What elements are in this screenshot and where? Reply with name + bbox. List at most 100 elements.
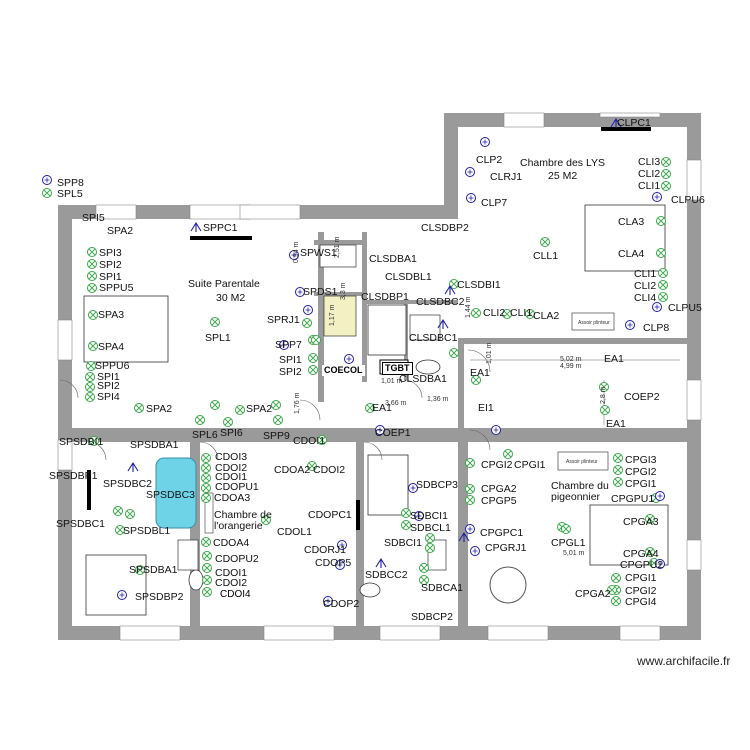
wall-16 — [314, 240, 364, 245]
light-point-icon — [42, 175, 52, 185]
outlet-icon — [202, 575, 212, 585]
label-cli2-b: CLI2 — [634, 280, 657, 292]
wall-11 — [362, 232, 367, 382]
label-cdoa2: CDOA2 — [274, 464, 311, 476]
label-cpgi1-a: CPGI1 — [514, 459, 546, 471]
label-cla4: CLA4 — [618, 248, 645, 260]
wall-6 — [72, 428, 472, 442]
label-spi1-c: SPI1 — [279, 354, 302, 366]
label-cdopu1: CDOPU1 — [215, 481, 259, 493]
light-point-icon — [289, 250, 299, 260]
coecol-tag: COECOL — [322, 365, 365, 376]
label-spds1: SPDS1 — [303, 286, 338, 298]
label-spa2-b: SPA2 — [146, 403, 173, 415]
outlet-icon — [134, 403, 144, 413]
label-sppu5: SPPU5 — [99, 282, 134, 294]
light-point-icon — [303, 305, 313, 315]
label-clsdbp1: CLSDBP1 — [361, 291, 409, 303]
outlet-icon — [661, 157, 671, 167]
label-sdbcp2: SDBCP2 — [411, 611, 454, 623]
label-ea1-c: EA1 — [372, 402, 392, 414]
label-cpga4: CPGA4 — [623, 548, 659, 560]
label-spi1-a: SPI1 — [99, 271, 122, 283]
archifacile-credit[interactable]: www.archifacile.fr — [637, 654, 731, 668]
outlet-icon — [201, 473, 211, 483]
label-clp8: CLP8 — [643, 322, 670, 334]
label-cdoi1-c: CDOI1 — [215, 567, 248, 579]
shower-sdbc — [367, 454, 409, 516]
wall-10 — [318, 232, 324, 402]
label-cdoi2-a: CDOI2 — [313, 464, 346, 476]
outlet-icon — [600, 405, 610, 415]
room-suite-area: 30 M2 — [216, 292, 246, 304]
wall-4 — [58, 205, 72, 640]
outlet-icon — [201, 493, 211, 503]
label-spl6: SPL6 — [192, 429, 218, 441]
label-clsdbi1: CLSDBI1 — [457, 279, 501, 291]
outlet-icon — [645, 514, 655, 524]
light-point-icon — [652, 192, 662, 202]
light-point-icon — [655, 559, 665, 569]
dim-1-36: 1,36 m — [427, 396, 449, 403]
window-11 — [57, 319, 73, 361]
outlet-icon — [317, 435, 327, 445]
dim-1-76: 1,76 m — [294, 392, 301, 414]
bed-suite — [83, 295, 169, 363]
label-spsdba1-b: SPSDBA1 — [129, 564, 178, 576]
label-sdbci1-b: SDBCI1 — [384, 537, 422, 549]
outlet-icon — [210, 317, 220, 327]
label-cdoa4: CDOA4 — [213, 537, 250, 549]
toilet-spsdb — [188, 569, 204, 591]
sink-spsdb — [177, 539, 199, 571]
label-sppc1: SPPC1 — [203, 222, 238, 234]
label-cpga2-a: CPGA2 — [481, 483, 517, 495]
label-cpgpu2: CPGPU2 — [620, 559, 664, 571]
light-point-icon — [466, 193, 476, 203]
switch-icon — [127, 461, 139, 472]
label-sdbca1: SDBCA1 — [421, 582, 464, 594]
label-spa3: SPA3 — [98, 309, 125, 321]
light-point-icon — [295, 287, 305, 297]
window-8 — [487, 625, 549, 641]
bed-lys — [584, 204, 666, 272]
label-cdoi1-b: CDOI1 — [215, 471, 248, 483]
dim-1-44: 1,44 m — [465, 296, 472, 318]
outlet-icon — [223, 417, 233, 427]
bed-pigeonnier — [589, 504, 669, 566]
toilet-clsdb — [415, 359, 441, 375]
outlet-icon — [87, 271, 97, 281]
door-6 — [363, 441, 383, 461]
label-spi4: SPI4 — [97, 391, 120, 403]
label-cpgi1-b: CPGI1 — [625, 478, 657, 490]
label-clsdbc2: CLSDBC2 — [416, 296, 465, 308]
label-clsdbl1: CLSDBL1 — [385, 271, 432, 283]
wall-9 — [458, 338, 464, 438]
door-1 — [403, 379, 423, 399]
label-cdol1: CDOL1 — [277, 526, 313, 538]
outlet-icon — [661, 169, 671, 179]
outlet-icon — [503, 449, 513, 459]
label-ea1-b: EA1 — [604, 353, 624, 365]
label-spsdbl1: SPSDBL1 — [123, 525, 171, 537]
label-cdopu2: CDOPU2 — [215, 553, 259, 565]
outlet-icon — [201, 453, 211, 463]
window-0 — [503, 112, 545, 128]
wall-17 — [314, 292, 364, 296]
outlet-icon — [86, 361, 96, 371]
outlet-icon — [87, 247, 97, 257]
label-spi5: SPI5 — [82, 212, 105, 224]
toilet-sdbc — [359, 582, 381, 598]
outlet-icon — [210, 400, 220, 410]
outlet-icon — [449, 279, 459, 289]
outlet-icon — [613, 465, 623, 475]
outlet-icon — [645, 547, 655, 557]
label-clpu6: CLPU6 — [671, 194, 705, 206]
room-pigeonnier-line1: Chambre du — [551, 480, 609, 492]
label-sppu6: SPPU6 — [95, 360, 130, 372]
label-cdop5: CDOP5 — [315, 557, 352, 569]
outlet-icon — [656, 216, 666, 226]
label-ea1-d: EA1 — [606, 418, 626, 430]
outlet-icon — [307, 461, 317, 471]
label-spsdbc3: SPSDBC3 — [146, 489, 196, 501]
